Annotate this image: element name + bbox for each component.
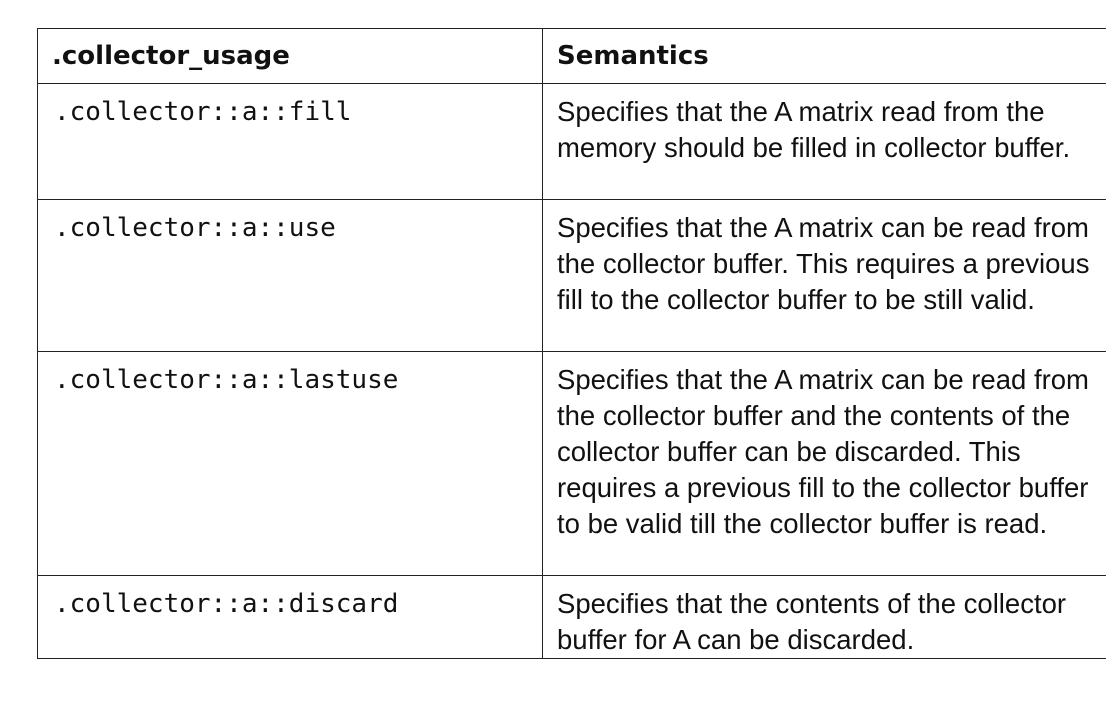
semantics-cell: Specifies that the A matrix read from th… <box>542 83 1106 200</box>
semantics-cell: Specifies that the contents of the col­l… <box>542 575 1106 659</box>
table-header-row: .collector_usage Semantics <box>37 28 1106 84</box>
collector-usage-table: .collector_usage Semantics .collector::a… <box>37 28 1106 659</box>
semantics-cell: Specifies that the A matrix can be read … <box>542 351 1106 576</box>
usage-cell: .collector::a::use <box>37 199 543 352</box>
table-row: .collector::a::fill Specifies that the A… <box>37 83 1106 200</box>
header-collector-usage: .collector_usage <box>37 28 543 84</box>
table-row: .collector::a::use Specifies that the A … <box>37 199 1106 352</box>
semantics-cell: Specifies that the A matrix can be read … <box>542 199 1106 352</box>
table-row: .collector::a::discard Specifies that th… <box>37 575 1106 659</box>
table-row: .collector::a::lastuse Specifies that th… <box>37 351 1106 576</box>
header-semantics: Semantics <box>542 28 1106 84</box>
usage-cell: .collector::a::fill <box>37 83 543 200</box>
usage-cell: .collector::a::discard <box>37 575 543 659</box>
usage-cell: .collector::a::lastuse <box>37 351 543 576</box>
